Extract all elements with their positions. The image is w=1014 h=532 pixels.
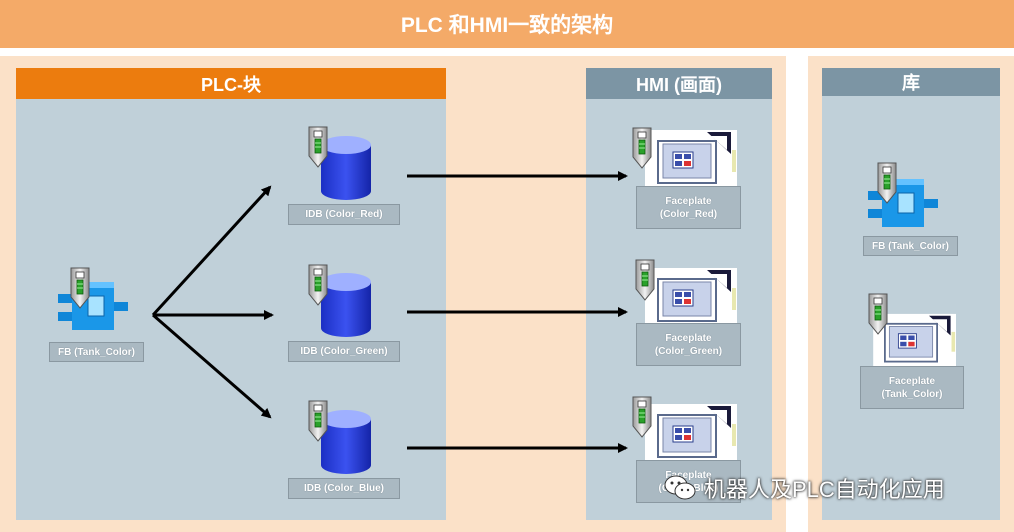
faceplate-color-red-label: Faceplate(Color_Red): [636, 186, 741, 229]
watermark-text: 机器人及PLC自动化应用: [704, 477, 945, 502]
faceplate-color-green-label: Faceplate(Color_Green): [636, 323, 741, 366]
version-tag-icon: [631, 396, 653, 438]
idb-color-red-label: IDB (Color_Red): [288, 204, 400, 225]
version-tag-icon: [307, 400, 329, 442]
version-tag-icon: [867, 293, 889, 335]
library-fb-tank-color-label: FB (Tank_Color): [863, 236, 958, 256]
version-tag-icon: [876, 162, 898, 204]
library-panel: [822, 68, 1000, 520]
watermark: 机器人及PLC自动化应用: [664, 470, 945, 506]
version-tag-icon: [69, 267, 91, 309]
idb-color-green-label: IDB (Color_Green): [288, 341, 400, 362]
version-tag-icon: [634, 259, 656, 301]
fb-tank-color-label: FB (Tank_Color): [49, 342, 144, 362]
hmi-screens-header: HMI (画面): [586, 68, 772, 99]
wechat-icon: [664, 475, 696, 500]
arrow-fb-to-idb-blue: [152, 313, 272, 419]
plc-blocks-header: PLC-块: [16, 68, 446, 99]
library-header: 库: [822, 68, 1000, 96]
version-tag-icon: [631, 127, 653, 169]
version-tag-icon: [307, 264, 329, 306]
arrow-fb-to-idb-red: [151, 185, 272, 317]
idb-color-blue-label: IDB (Color_Blue): [288, 478, 400, 499]
library-faceplate-tank-color-label: Faceplate(Tank_Color): [860, 366, 964, 409]
diagram-title: PLC 和HMI一致的架构: [0, 0, 1014, 48]
version-tag-icon: [307, 126, 329, 168]
